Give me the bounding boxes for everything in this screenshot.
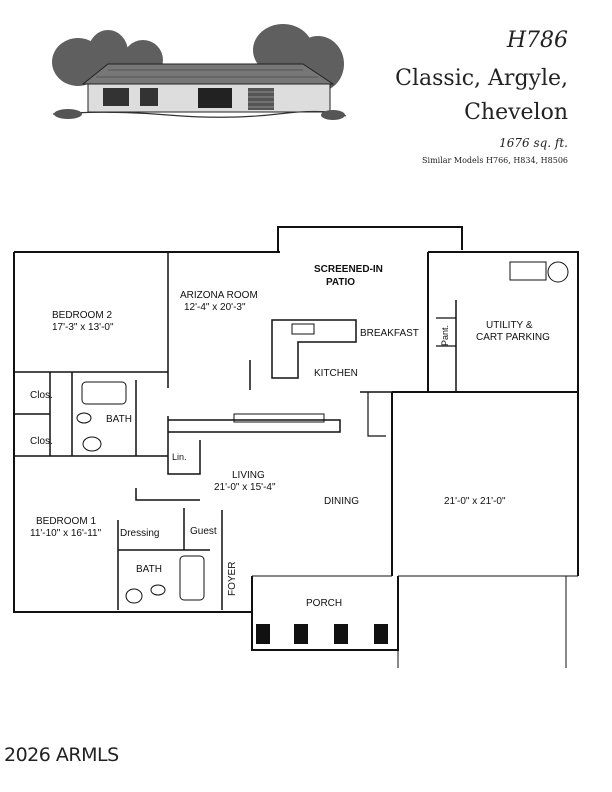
dressing-label: Dressing bbox=[120, 528, 159, 539]
living-label: LIVING bbox=[232, 470, 265, 481]
utility-label-line2: CART PARKING bbox=[476, 332, 550, 343]
dining-label: DINING bbox=[324, 496, 359, 507]
living-size: 21'-0" x 15'-4" bbox=[214, 482, 276, 493]
utility-label-line1: UTILITY & bbox=[486, 320, 533, 331]
guest-label: Guest bbox=[190, 526, 217, 537]
bath-lower-label: BATH bbox=[136, 564, 162, 575]
linen-label: Lin. bbox=[172, 452, 187, 462]
model-names-line1: Classic, Argyle, bbox=[395, 66, 568, 91]
pantry-label: Pant. bbox=[440, 325, 450, 346]
breakfast-label: BREAKFAST bbox=[360, 328, 419, 339]
bedroom2-size: 17'-3" x 13'-0" bbox=[52, 322, 114, 333]
square-footage: 1676 sq. ft. bbox=[499, 136, 568, 150]
bedroom1-size: 11'-10" x 16'-11" bbox=[30, 528, 102, 539]
screened-patio-label-line1: SCREENED-IN bbox=[314, 264, 383, 275]
bedroom2-label: BEDROOM 2 bbox=[52, 310, 112, 321]
garage-size: 21'-0" x 21'-0" bbox=[444, 496, 506, 507]
model-names-line2: Chevelon bbox=[464, 100, 568, 125]
kitchen-label: KITCHEN bbox=[314, 368, 358, 379]
similar-models: Similar Models H766, H834, H8506 bbox=[422, 156, 568, 165]
bath-upper-label: BATH bbox=[106, 414, 132, 425]
screened-patio-label-line2: PATIO bbox=[326, 277, 355, 288]
porch-label: PORCH bbox=[306, 598, 342, 609]
arizona-room-size: 12'-4" x 20'-3" bbox=[184, 302, 246, 313]
copyright-notice: 2026 ARMLS bbox=[4, 744, 119, 766]
arizona-room-label: ARIZONA ROOM bbox=[180, 290, 258, 301]
bedroom1-label: BEDROOM 1 bbox=[36, 516, 96, 527]
foyer-label: FOYER bbox=[227, 562, 238, 596]
closet-upper-label: Clos. bbox=[30, 390, 53, 401]
model-number: H786 bbox=[506, 28, 568, 53]
house-elevation-illustration bbox=[52, 24, 347, 120]
closet-lower-label: Clos. bbox=[30, 436, 53, 447]
